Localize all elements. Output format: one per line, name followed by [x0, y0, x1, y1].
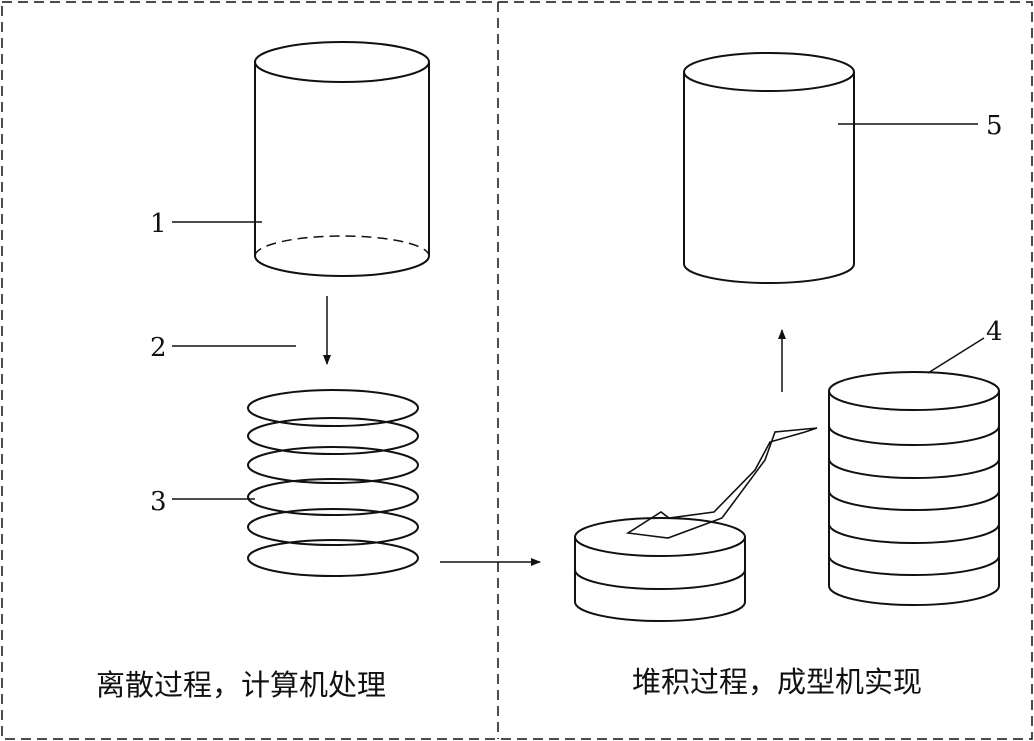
layer-transfer-arrow: [625, 427, 818, 539]
formed-part: [683, 52, 855, 284]
leader-4: [927, 337, 985, 374]
caption-stacking-process: 堆积过程，成型机实现: [632, 665, 922, 699]
original-cylinder: [254, 41, 430, 277]
label-5: 5: [986, 111, 1003, 141]
label-1: 1: [150, 209, 167, 239]
label-3: 3: [150, 487, 167, 517]
tall-stack: [828, 371, 1000, 606]
caption-discrete-process: 离散过程，计算机处理: [96, 668, 386, 702]
small-stack: [574, 517, 746, 622]
sliced-layers: [247, 389, 419, 577]
label-2: 2: [150, 333, 167, 363]
label-4: 4: [986, 317, 1003, 347]
